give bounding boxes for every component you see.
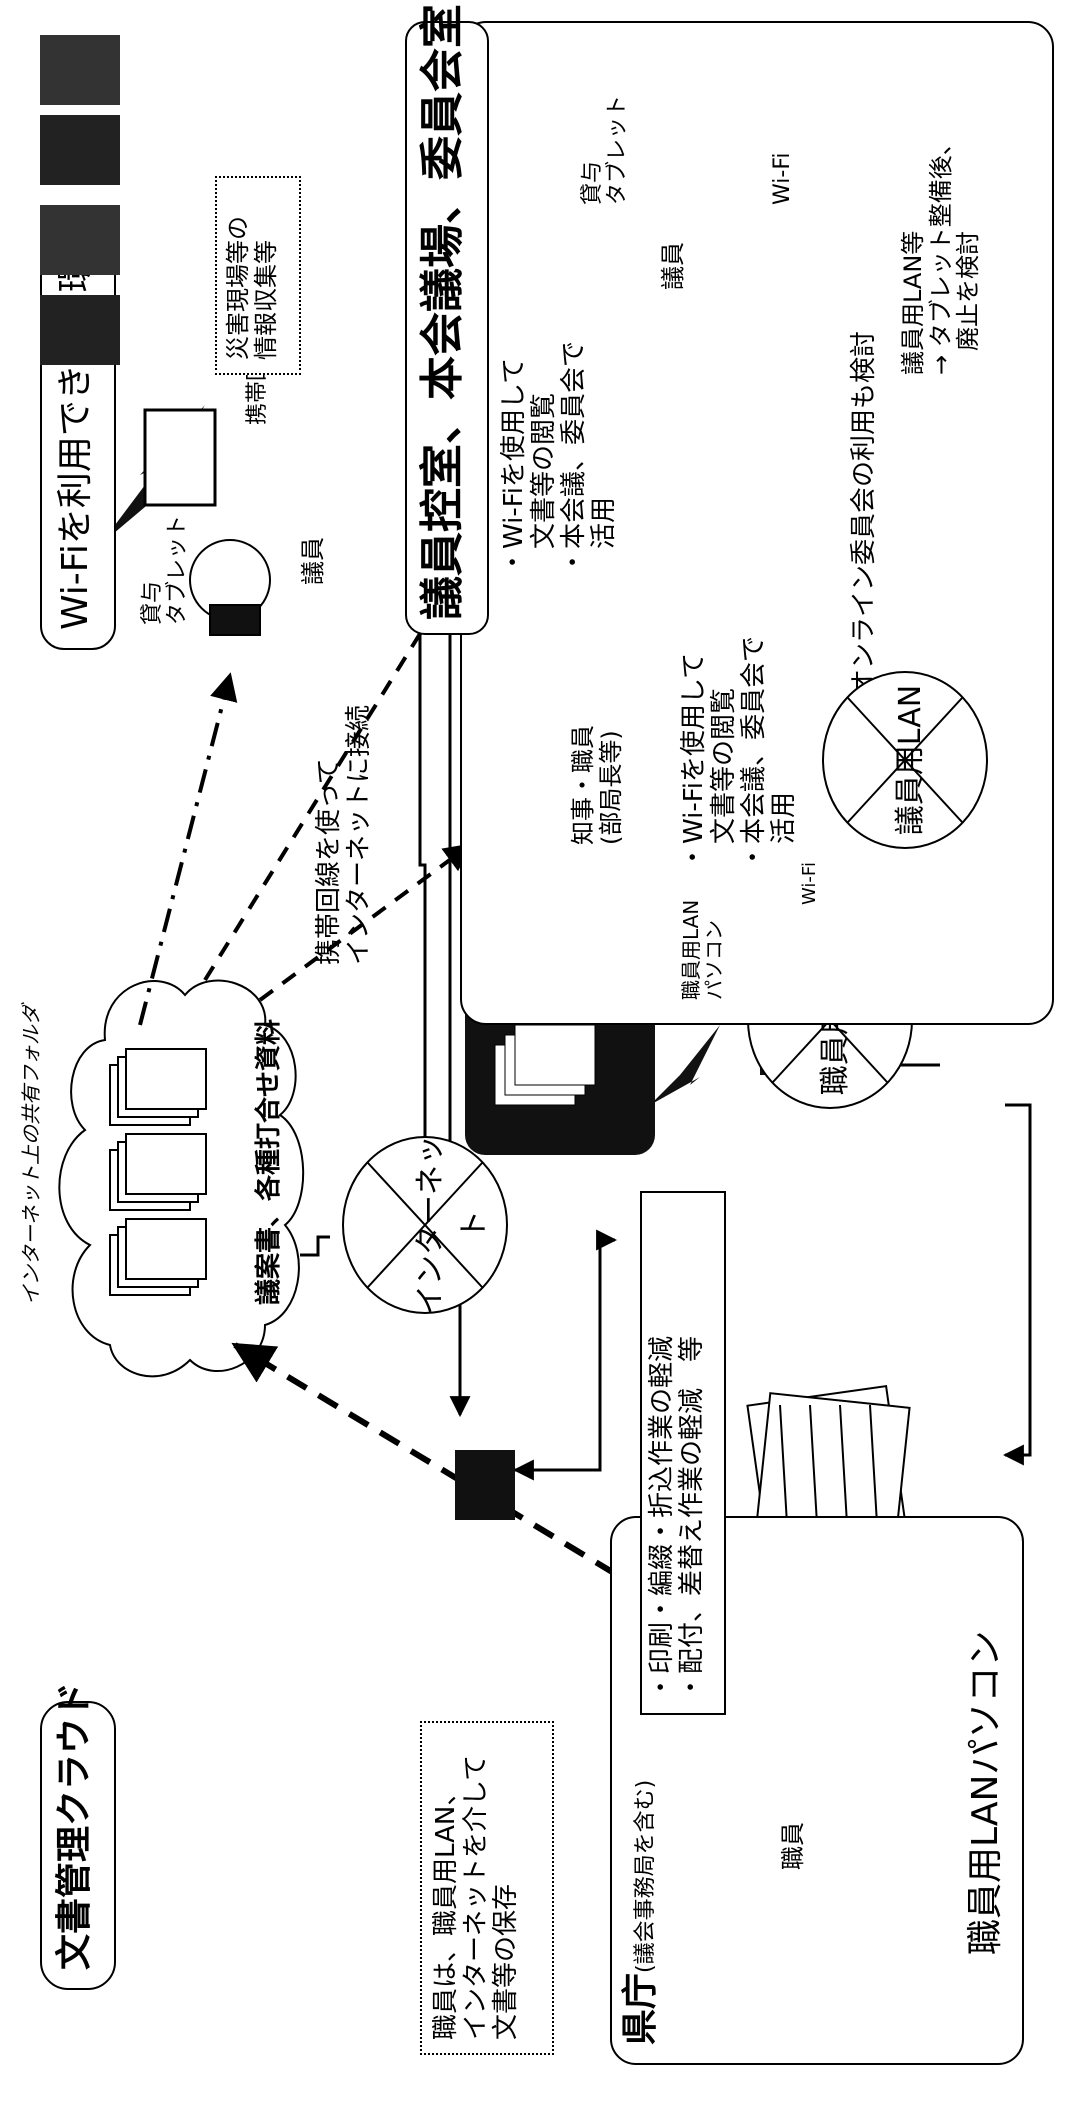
disaster-photo-4 — [40, 35, 120, 105]
member-lan-node: 議員用LAN — [820, 670, 990, 850]
assembly-title: 議員控室、本会議場、委員会室 — [417, 4, 468, 620]
dashdot-arrow-cloud-to-tablet — [138, 672, 238, 1026]
line-cloud-to-internet — [300, 1235, 330, 1257]
disaster-photo-3 — [40, 115, 120, 185]
prefecture-title-sub: (議会事務局を含む) — [633, 1779, 658, 1973]
assembly-wifi-small: Wi-Fi — [799, 862, 820, 905]
mobile-connect-note-text: 携帯回線を使って インターネットに接続 — [314, 704, 374, 965]
assembly-tablet: 貸与 タブレット — [580, 94, 631, 205]
staff-pc-label: 職員用LANパソコン — [965, 1630, 1006, 1955]
assembly-staff-pc: 職員用LAN パソコン — [679, 899, 726, 1000]
dash-arrow-cloud-to-assembly — [203, 502, 502, 982]
member-usage: ・Wi-Fiを使用して 文書等の閲覧 ・本会議、委員会で 活用 — [499, 340, 619, 575]
line-internet-to-member — [414, 625, 436, 1228]
tablet-left — [143, 408, 217, 507]
cloud-subtitle: インターネット上の共有フォルダ — [19, 1005, 43, 1305]
cloud-docs-label: 議案書、各種打合せ資料 — [254, 1018, 284, 1305]
disaster-photos — [20, 35, 170, 365]
cloud-documents — [109, 1048, 207, 1296]
disaster-photo-1 — [40, 295, 120, 365]
cloud-title: 文書管理クラウド — [54, 1681, 95, 1970]
line-staffpc-to-stafflan — [1002, 1103, 1032, 1466]
internet-label: インターネット — [413, 1135, 492, 1315]
no-wifi-member: 議員 — [299, 537, 327, 585]
dash-arrow-cloud-to-staffpc — [258, 843, 473, 1002]
prefecture-title-main: 県庁 — [620, 1972, 661, 2045]
line-router-to-stafflan — [512, 1229, 618, 1481]
internet-node: インターネット — [340, 1135, 510, 1315]
member-lan-note: 議員用LAN等 → タブレット整備後、 廃止を検討 — [899, 131, 983, 375]
prefecture-title: 県庁(議会事務局を含む) — [620, 1780, 661, 2045]
staff-label: 職員 — [779, 1822, 807, 1870]
assembly-member: 議員 — [659, 242, 687, 290]
wifi-bolt-staff — [650, 1025, 720, 1105]
member-figure-left — [189, 539, 271, 636]
assembly-wifi: Wi-Fi — [770, 152, 795, 206]
disaster-note: 災害現場等の 情報収集等 — [224, 216, 280, 360]
online-note: オンライン委員会の利用も検討 — [849, 330, 879, 695]
save-note: 職員は、職員用LAN、 インターネットを介して 文書等の保存 — [431, 1754, 521, 2040]
member-lan-label: 議員用LAN — [893, 684, 928, 836]
disaster-photo-2 — [40, 205, 120, 275]
staff-usage: ・Wi-Fiを使用して 文書等の閲覧 ・本会議、委員会で 活用 — [679, 635, 799, 870]
server-router — [455, 1450, 515, 1520]
work-reduction: ・印刷・編綴・折込作業の軽減 ・配付、差替え作業の軽減 等 — [647, 1335, 707, 1700]
no-wifi-tablet: 貸与 タブレット — [140, 514, 191, 625]
governor-label: 知事・職員 (部局長等) — [569, 725, 625, 845]
